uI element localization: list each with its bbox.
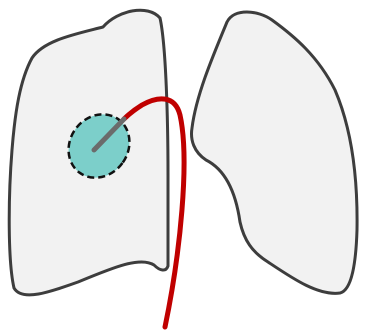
right-lung <box>192 12 358 293</box>
